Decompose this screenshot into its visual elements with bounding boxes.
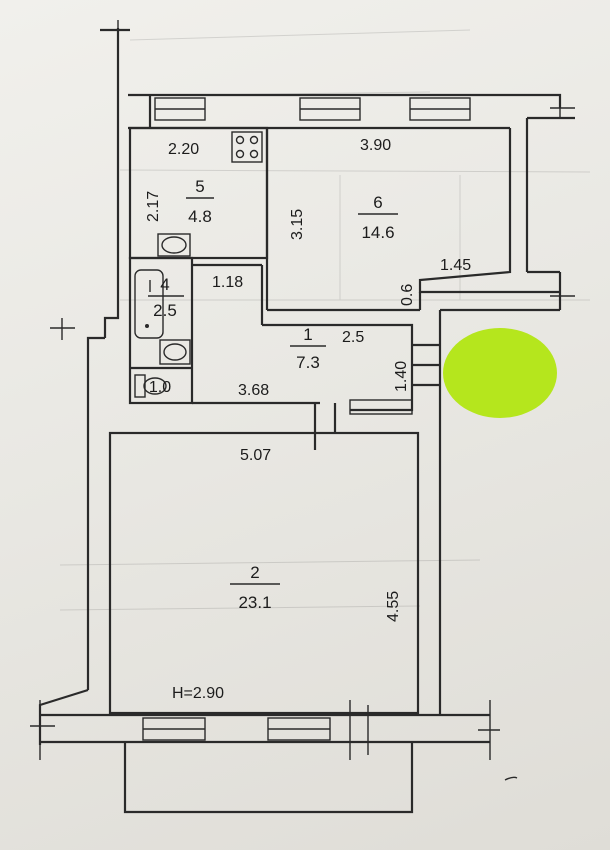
- dimension-labels: 2.20 2.17 3.90 3.15 1.45 0.6 1.18 2.5 1.…: [145, 137, 471, 702]
- walls: [30, 20, 575, 814]
- room-5-label: 5 4.8: [186, 177, 214, 226]
- room-5-id: 5: [195, 177, 204, 196]
- room2-depth-dim: 4.55: [385, 591, 402, 622]
- room-1-area: 7.3: [296, 353, 320, 372]
- room-4-id: 4: [160, 275, 169, 294]
- washbasin-icon: [159, 339, 191, 365]
- fixtures: [134, 131, 263, 398]
- toilet-icon: [134, 374, 167, 398]
- bathtub-icon: [134, 269, 164, 339]
- kitchen-sink-icon: [157, 233, 191, 257]
- hall-depth-dim: 1.40: [393, 361, 410, 392]
- room6-width-dim: 3.90: [360, 137, 391, 154]
- hall-width-dim: 2.5: [342, 329, 364, 346]
- kitchen-width-dim: 2.20: [168, 141, 199, 158]
- green-marker: [443, 328, 557, 418]
- room6-depth-dim: 3.15: [289, 209, 306, 240]
- room-2-label: 2 23.1: [230, 563, 280, 612]
- room-4-area: 2.5: [153, 301, 177, 320]
- room-5-area: 4.8: [188, 207, 212, 226]
- hall-length-dim: 3.68: [238, 382, 269, 399]
- room-3-area: 1.0: [149, 379, 171, 396]
- room-6-area: 14.6: [361, 223, 394, 242]
- stove-icon: [231, 131, 263, 163]
- room-3-label: 1.0: [149, 379, 171, 396]
- room-2-id: 2: [250, 563, 259, 582]
- room-6-id: 6: [373, 193, 382, 212]
- room-1-label: 1 7.3: [290, 325, 326, 372]
- room6-step-dim: 1.45: [440, 257, 471, 274]
- kitchen-depth-dim: 2.17: [145, 191, 162, 222]
- room-4-label: 4 2.5: [148, 275, 184, 320]
- room-2-area: 23.1: [238, 593, 271, 612]
- room6-offset-dim: 0.6: [399, 284, 416, 306]
- ceiling-height-dim: H=2.90: [172, 685, 224, 702]
- stray-mark: [504, 776, 518, 781]
- background-print: [59, 29, 591, 611]
- bath-width-dim: 1.18: [212, 274, 243, 291]
- room2-width-dim: 5.07: [240, 447, 271, 464]
- room-6-label: 6 14.6: [358, 193, 398, 242]
- room-1-id: 1: [303, 325, 312, 344]
- room-labels: 5 4.8 6 14.6 4 2.5 1 7.3 2 23.1 1.0: [148, 177, 398, 612]
